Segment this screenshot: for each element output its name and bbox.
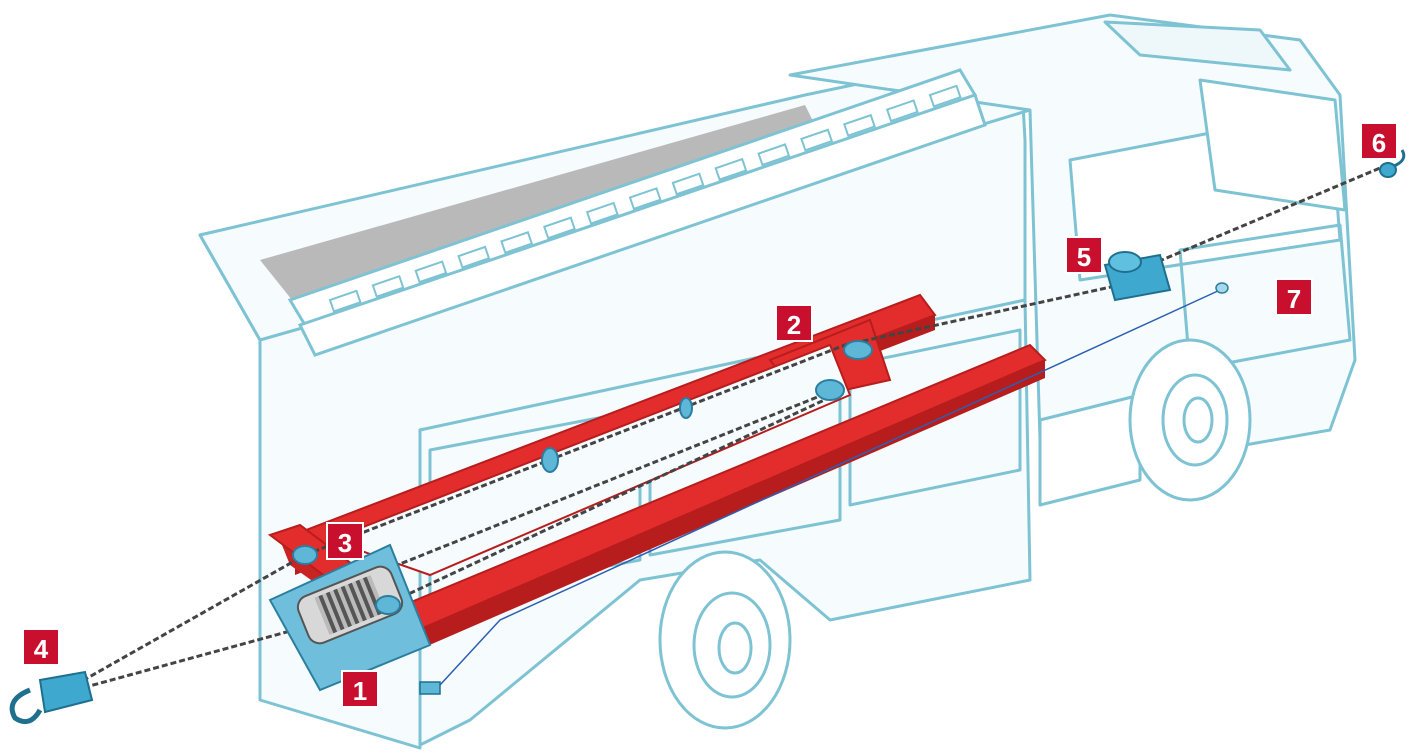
callout-1: 1 [341, 670, 379, 708]
pulley-mid-2 [679, 397, 693, 419]
winch-cables [74, 166, 1381, 692]
snatch-block [1103, 251, 1172, 302]
pulley-front-1 [815, 379, 845, 401]
ladder-rung [885, 99, 919, 123]
ladder-rung [585, 201, 619, 225]
front-wheel [1128, 338, 1252, 502]
ladder-rung [757, 143, 791, 167]
ladder-rung [500, 231, 534, 255]
ladder-rung [543, 216, 576, 240]
truck-vent [1038, 393, 1142, 507]
pulley-3a [292, 545, 318, 565]
callout-6: 6 [1360, 122, 1398, 160]
tow-hook-rear [9, 670, 94, 725]
red-subframe [267, 293, 1047, 660]
callout-2: 2 [775, 304, 813, 342]
remote-socket [1215, 282, 1229, 294]
truck-light-bar [1103, 20, 1292, 72]
ladder-rung [328, 289, 362, 313]
ladder-rung [628, 187, 662, 211]
callout-5: 5 [1065, 236, 1103, 274]
winch-unit [268, 543, 432, 692]
truck-windshield [1198, 78, 1347, 212]
tow-hook-front [1379, 149, 1406, 178]
callout-4: 4 [22, 628, 60, 666]
remote-plug [419, 681, 441, 695]
rear-wheel [658, 550, 792, 730]
ladder-rung [457, 245, 491, 269]
pulley-3b [375, 595, 401, 615]
pulley-front-2 [843, 340, 873, 360]
ladder-shadow [260, 105, 815, 310]
ladder-rung [800, 128, 834, 152]
ladder-rung [371, 274, 405, 298]
ladder-rung [843, 113, 876, 137]
ladder-rung [671, 172, 705, 196]
roof-ladder [287, 68, 987, 357]
callout-7: 7 [1275, 278, 1313, 316]
truck-cab-door [1178, 223, 1352, 372]
ladder-rung [414, 260, 448, 284]
remote-control-wire [439, 289, 1221, 686]
callout-3: 3 [326, 522, 364, 560]
pulley-mid-1 [541, 447, 559, 473]
ladder-rung [714, 157, 748, 181]
ladder-rung [928, 84, 962, 108]
